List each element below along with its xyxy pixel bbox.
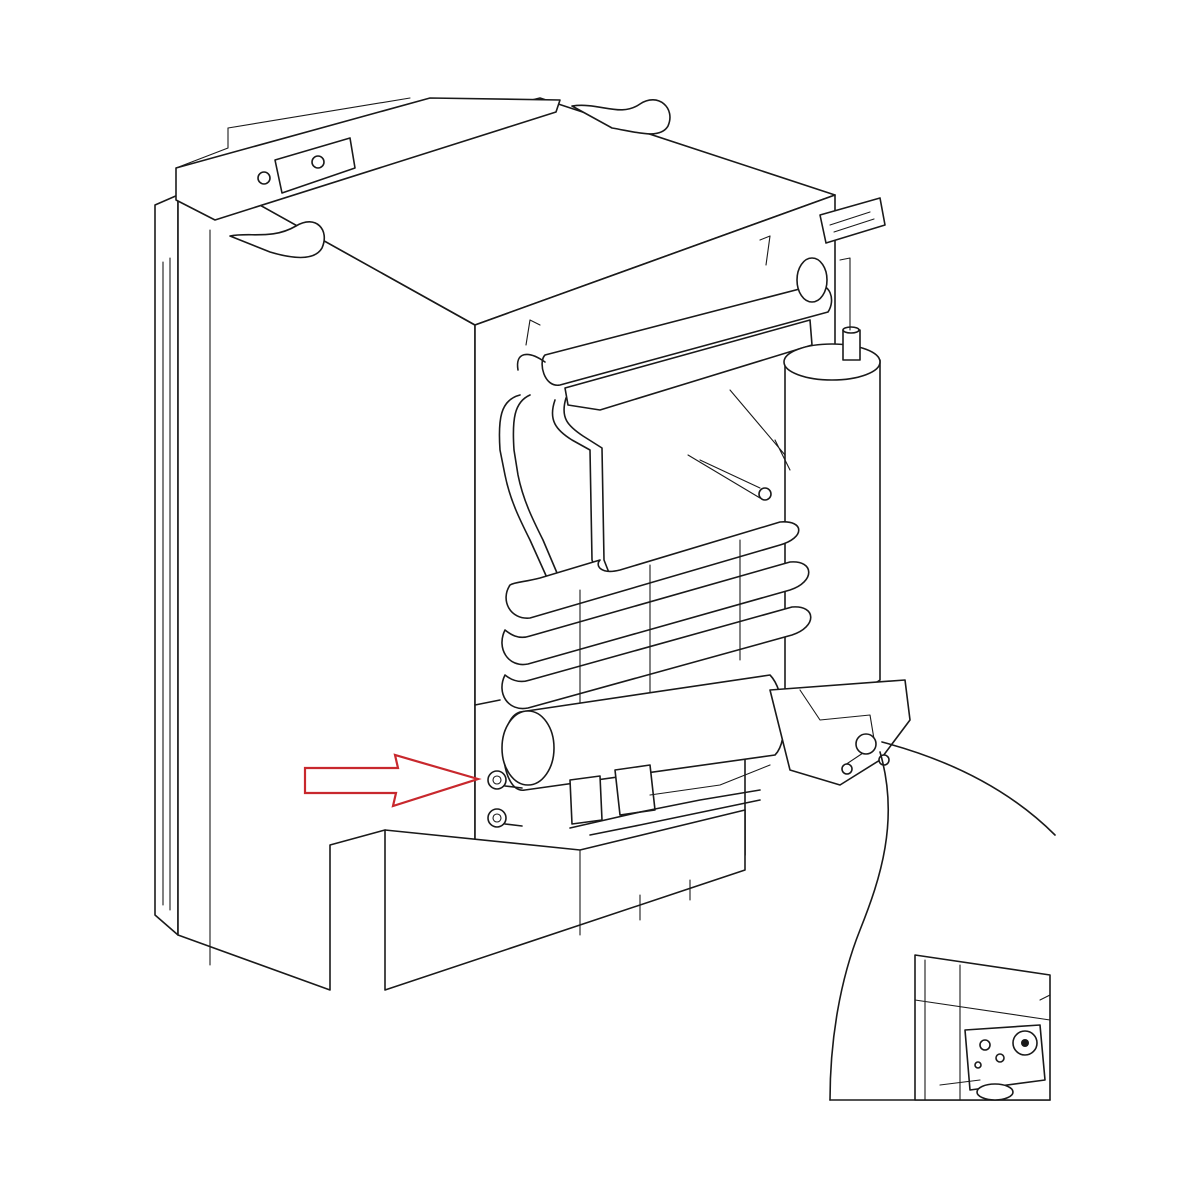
- detail-inset: [829, 741, 1056, 1101]
- coil-2: [501, 561, 810, 666]
- lower-assembly: [501, 674, 911, 836]
- bracket-bolt-2: [257, 171, 271, 185]
- reservoir-end: [501, 710, 555, 786]
- screw-lower: [487, 808, 507, 828]
- inset-panel-lines: [914, 959, 1051, 1101]
- screw-lower-shaft: [504, 823, 523, 827]
- coil-supports: [579, 539, 741, 721]
- thermo-rod: [687, 454, 761, 499]
- pipework: [498, 353, 791, 591]
- top-cover-plate: [175, 97, 561, 221]
- door-frame: [154, 194, 179, 936]
- inset-leader-top: [881, 741, 1056, 836]
- top-cover-edge-2: [175, 127, 229, 169]
- top-handle-left: [229, 221, 326, 259]
- mounting-screws: [487, 770, 523, 828]
- top-right-bracket: [819, 197, 886, 244]
- pipe-left-b: [512, 394, 561, 581]
- bracket-bolt: [311, 155, 325, 169]
- inset-leader-bottom: [829, 751, 890, 1101]
- screw-upper: [487, 770, 507, 790]
- condenser-end-cap: [796, 257, 828, 303]
- condenser-unit: [525, 235, 833, 411]
- coil-1: [505, 521, 800, 619]
- gas-valve-body: [614, 764, 656, 816]
- screw-upper-shaft: [504, 785, 523, 789]
- thermo-clip: [758, 487, 772, 501]
- door-frame-inner: [162, 257, 171, 911]
- thermo-wire: [729, 389, 791, 471]
- pipe-mid-b: [563, 397, 616, 589]
- back-panel-divider: [474, 699, 501, 706]
- top-cover-edge: [227, 97, 411, 129]
- condenser-hangers: [525, 235, 771, 346]
- burner-port: [855, 733, 877, 755]
- coil-3: [501, 606, 812, 710]
- pipe-upper-loop: [516, 353, 546, 371]
- absorber-coils: [501, 521, 812, 721]
- burner-box: [769, 679, 911, 786]
- callout-arrow: [303, 753, 482, 808]
- condenser-fins: [564, 319, 813, 411]
- pipe-mid-a: [551, 399, 605, 591]
- burner-bolt: [841, 763, 853, 775]
- ignition-line: [649, 764, 771, 796]
- top-handle-right: [571, 99, 671, 135]
- inset-knob: [976, 1083, 1014, 1101]
- pipe-left-a: [498, 394, 549, 581]
- lower-step-lines: [579, 849, 691, 936]
- lower-step-block: [384, 809, 746, 991]
- arrow-right-icon: [303, 753, 482, 808]
- gas-pipe: [569, 789, 761, 836]
- gas-valve: [569, 775, 603, 825]
